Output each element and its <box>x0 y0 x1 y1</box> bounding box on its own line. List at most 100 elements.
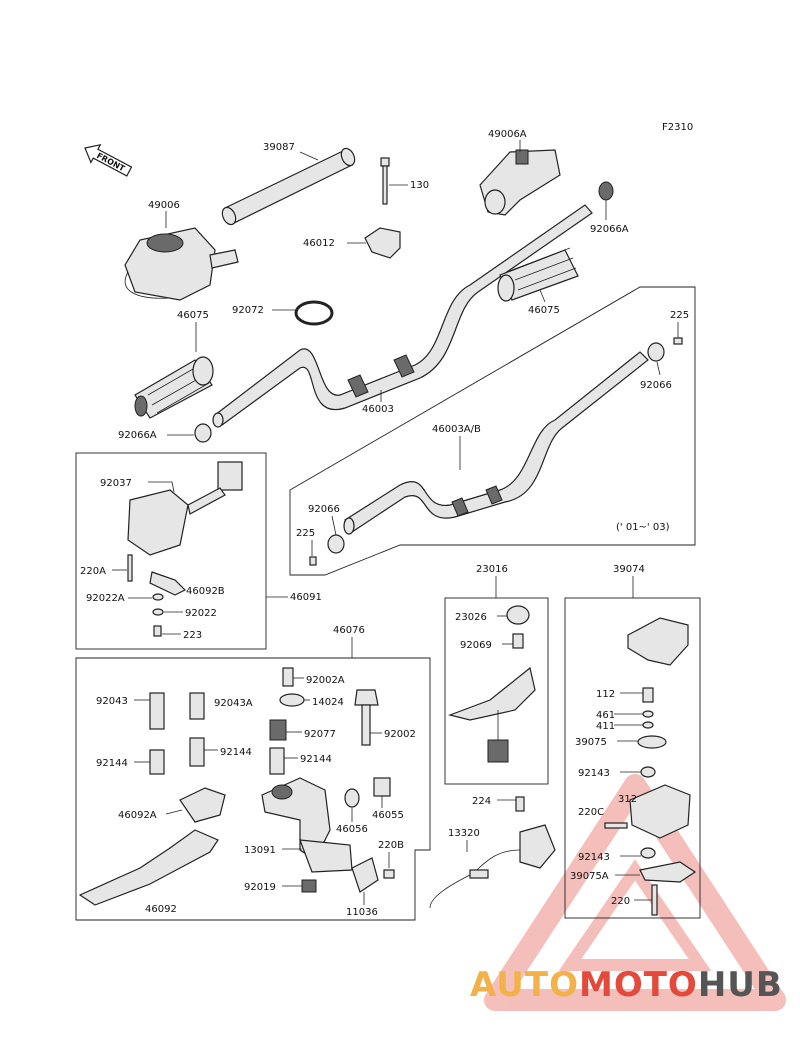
label-46091: 46091 <box>290 592 322 603</box>
part-92043-piston <box>149 692 165 730</box>
part-39087-pad <box>221 147 356 226</box>
part-46075-grip-right <box>497 247 579 302</box>
label-220: 220 <box>611 896 630 907</box>
label-92144-left: 92144 <box>96 758 128 769</box>
label-46003: 46003 <box>362 404 394 415</box>
label-46076: 46076 <box>333 625 365 636</box>
label-224: 224 <box>472 796 491 807</box>
part-46012-holder <box>364 227 401 259</box>
part-112-screw <box>642 687 654 703</box>
figure-code: F2310 <box>662 122 693 133</box>
part-92144-spring-left <box>149 749 165 775</box>
label-39075A: 39075A <box>570 871 609 882</box>
part-224-screw <box>515 796 525 812</box>
watermark-auto: AUTO <box>470 965 579 1005</box>
part-92002A-screw <box>282 667 294 687</box>
box-46091 <box>75 452 267 650</box>
label-92022: 92022 <box>185 608 217 619</box>
part-23026-lamp <box>506 605 530 625</box>
part-461-washer <box>642 710 654 729</box>
label-461: 461 <box>596 710 615 721</box>
part-46003AB-handlebar <box>343 351 649 535</box>
label-92066-right: 92066 <box>640 380 672 391</box>
production-note: (' 01~' 03) <box>616 522 670 533</box>
label-23016: 23016 <box>476 564 508 575</box>
label-92066A-top: 92066A <box>590 224 629 235</box>
label-225-top: 225 <box>670 310 689 321</box>
label-92144-right: 92144 <box>300 754 332 765</box>
label-92066A-left: 92066A <box>118 430 157 441</box>
label-411: 411 <box>596 721 615 732</box>
box-39074 <box>564 597 701 919</box>
part-39075-plate <box>637 735 667 749</box>
part-92143-collar-top <box>640 766 656 778</box>
label-220B: 220B <box>378 840 404 851</box>
label-46003AB: 46003A/B <box>432 424 481 435</box>
label-46055: 46055 <box>372 810 404 821</box>
label-92019: 92019 <box>244 882 276 893</box>
label-14024: 14024 <box>312 697 344 708</box>
label-92144-mid: 92144 <box>220 747 252 758</box>
label-23026: 23026 <box>455 612 487 623</box>
part-46056-washer <box>344 788 360 808</box>
label-92043A: 92043A <box>214 698 253 709</box>
label-130: 130 <box>410 180 429 191</box>
front-arrow-label: FRONT <box>95 151 127 174</box>
part-46055-fitting <box>373 777 391 797</box>
part-92069-bulb <box>512 633 524 649</box>
label-39075: 39075 <box>575 737 607 748</box>
part-312-housing <box>629 784 691 839</box>
part-14024-cap <box>279 693 305 707</box>
part-39075A-lever <box>639 861 697 883</box>
part-11036-bracket <box>351 857 379 893</box>
label-92002: 92002 <box>384 729 416 740</box>
part-220C-screw <box>604 822 628 829</box>
label-49006A: 49006A <box>488 129 527 140</box>
part-92043A-piston <box>189 692 205 720</box>
label-92037: 92037 <box>100 478 132 489</box>
label-92069: 92069 <box>460 640 492 651</box>
label-39074: 39074 <box>613 564 645 575</box>
label-46075-left: 46075 <box>177 310 209 321</box>
label-220A: 220A <box>80 566 106 577</box>
part-220-bolt <box>651 884 658 916</box>
part-49006A-case <box>479 149 561 216</box>
label-92072: 92072 <box>232 305 264 316</box>
label-220C: 220C <box>578 807 604 818</box>
label-112: 112 <box>596 689 615 700</box>
box-46003AB <box>289 286 696 576</box>
label-312: 312 <box>618 794 637 805</box>
label-11036: 11036 <box>346 907 378 918</box>
part-92077-grommet <box>269 719 287 741</box>
part-92066A-plug-top <box>598 181 614 201</box>
label-46092: 46092 <box>145 904 177 915</box>
label-92022A: 92022A <box>86 593 125 604</box>
part-92144-spring-mid <box>189 737 205 767</box>
part-92066-plug-right <box>647 342 665 362</box>
box-46076 <box>75 657 431 921</box>
label-92002A: 92002A <box>306 675 345 686</box>
part-23016-bracket <box>447 666 536 763</box>
label-92066-mid: 92066 <box>308 504 340 515</box>
label-46092A: 46092A <box>118 810 157 821</box>
part-92144-spring-right <box>269 747 285 775</box>
label-223: 223 <box>183 630 202 641</box>
part-92066A-plug-left <box>194 423 212 443</box>
label-92143-bot: 92143 <box>578 852 610 863</box>
label-46012: 46012 <box>303 238 335 249</box>
part-49006-throttle-case <box>124 227 239 301</box>
part-92066-plug-mid <box>327 534 345 554</box>
label-13091: 13091 <box>244 845 276 856</box>
part-46003-handlebar <box>212 204 593 428</box>
part-46091-switch-assy <box>127 461 243 637</box>
label-92043: 92043 <box>96 696 128 707</box>
label-46075-right: 46075 <box>528 305 560 316</box>
box-23016 <box>444 597 549 785</box>
part-92002-bolt <box>354 689 379 746</box>
part-92019-nut <box>301 879 317 893</box>
front-arrow-icon: FRONT <box>84 143 133 177</box>
watermark-logo: AUTOMOTOHUB <box>470 965 795 1005</box>
watermark-hub: HUB <box>697 965 783 1005</box>
part-92072-clamp-band <box>294 300 334 326</box>
part-92143-collar-bot <box>640 847 656 859</box>
